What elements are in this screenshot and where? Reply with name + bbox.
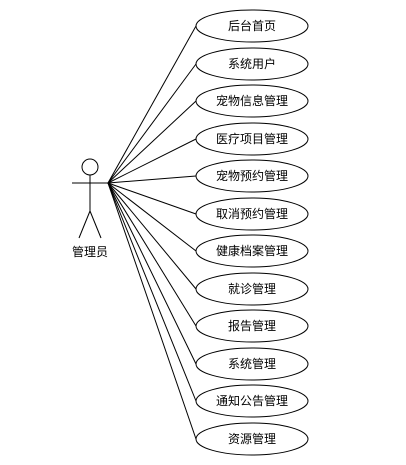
association-line bbox=[107, 182, 197, 402]
use-case: 医疗项目管理 bbox=[195, 122, 309, 156]
use-case: 资源管理 bbox=[195, 422, 309, 456]
use-case-ellipse bbox=[195, 197, 309, 231]
association-line bbox=[107, 25, 197, 184]
use-case: 健康档案管理 bbox=[195, 234, 309, 268]
association-line bbox=[107, 138, 197, 184]
use-case: 系统用户 bbox=[195, 47, 309, 81]
use-case-label: 系统管理 bbox=[228, 356, 276, 371]
use-case-label: 取消预约管理 bbox=[216, 206, 288, 221]
use-case-label: 医疗项目管理 bbox=[216, 131, 288, 146]
use-case: 通知公告管理 bbox=[195, 384, 309, 418]
use-case-label: 就诊管理 bbox=[228, 281, 276, 296]
use-case: 取消预约管理 bbox=[195, 197, 309, 231]
use-case: 系统管理 bbox=[195, 347, 309, 381]
association-line bbox=[107, 63, 197, 184]
use-case-label: 健康档案管理 bbox=[216, 243, 288, 258]
use-case-ellipse bbox=[195, 84, 309, 118]
use-case-label: 资源管理 bbox=[228, 431, 276, 446]
use-case-ellipse bbox=[195, 309, 309, 343]
use-case-ellipse bbox=[195, 347, 309, 381]
association-line bbox=[107, 182, 197, 290]
actor-left-leg bbox=[78, 210, 91, 239]
use-case: 宠物预约管理 bbox=[195, 159, 309, 193]
use-case-label: 通知公告管理 bbox=[216, 393, 288, 408]
association-lines bbox=[107, 25, 197, 440]
association-line bbox=[107, 175, 197, 184]
use-case-ellipse bbox=[195, 384, 309, 418]
association-line bbox=[107, 100, 197, 184]
association-line bbox=[107, 182, 197, 252]
use-case-ellipse bbox=[195, 422, 309, 456]
actor-right-leg bbox=[89, 210, 102, 239]
actor-head bbox=[81, 158, 99, 176]
actor-administrator: 管理员 bbox=[72, 158, 108, 259]
use-case-label: 报告管理 bbox=[228, 318, 276, 333]
use-case-ellipse bbox=[195, 234, 309, 268]
use-case-label: 后台首页 bbox=[228, 18, 276, 33]
association-line bbox=[107, 182, 197, 215]
use-case: 就诊管理 bbox=[195, 272, 309, 306]
association-line bbox=[107, 182, 197, 327]
use-case-label: 宠物信息管理 bbox=[216, 93, 288, 108]
association-line bbox=[107, 182, 197, 440]
actor-label: 管理员 bbox=[72, 244, 108, 259]
use-case-ellipse bbox=[195, 47, 309, 81]
use-case-ellipse bbox=[195, 159, 309, 193]
use-case: 后台首页 bbox=[195, 9, 309, 43]
use-cases: 后台首页系统用户宠物信息管理医疗项目管理宠物预约管理取消预约管理健康档案管理就诊… bbox=[195, 9, 309, 456]
use-case-ellipse bbox=[195, 9, 309, 43]
use-case: 宠物信息管理 bbox=[195, 84, 309, 118]
use-case-ellipse bbox=[195, 272, 309, 306]
use-case-ellipse bbox=[195, 122, 309, 156]
use-case-label: 宠物预约管理 bbox=[216, 168, 288, 183]
association-line bbox=[107, 182, 197, 365]
use-case: 报告管理 bbox=[195, 309, 309, 343]
use-case-label: 系统用户 bbox=[228, 56, 276, 71]
